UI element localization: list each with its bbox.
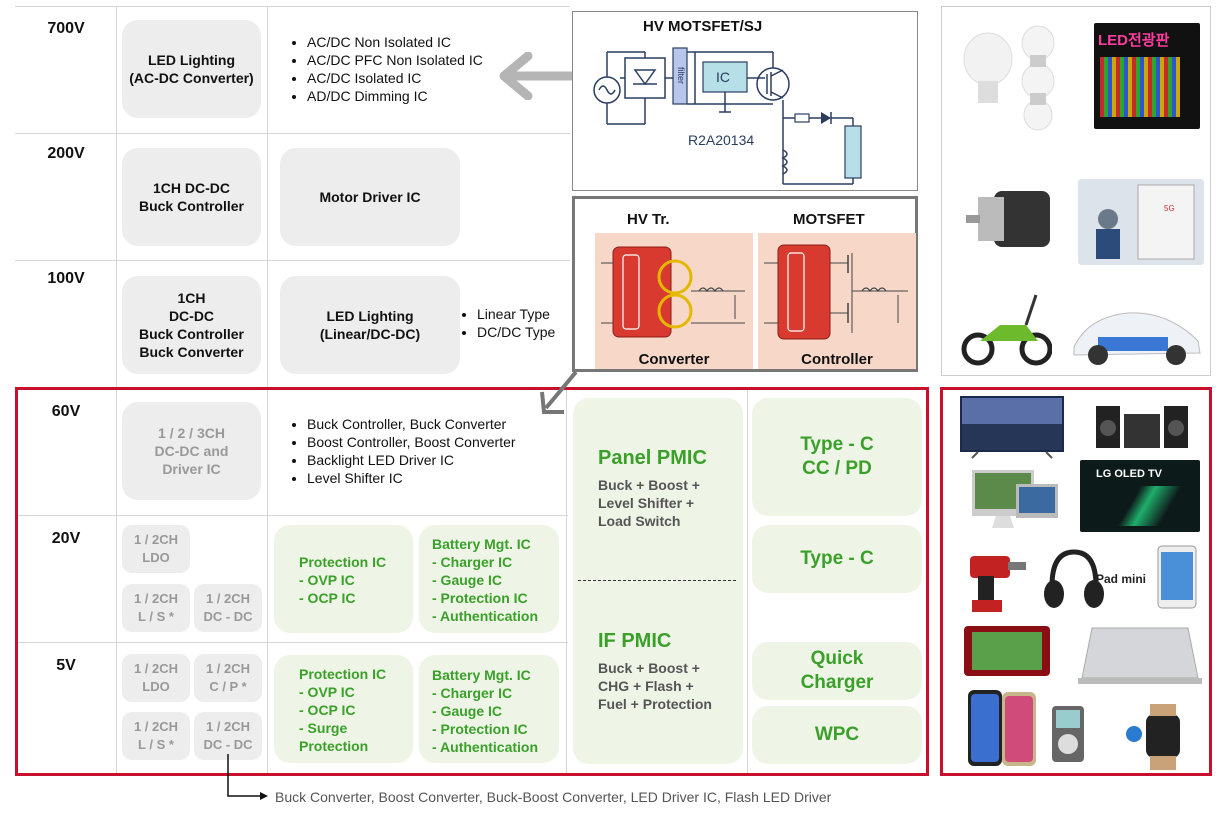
arrow-down-left-icon [540, 370, 578, 414]
pad-mini-label: Pad mini [1096, 572, 1147, 586]
bullet-item: AC/DC PFC Non Isolated IC [307, 51, 483, 69]
buck-converter-block: 1CH DC-DC Buck Controller Buck Converter [122, 276, 261, 374]
bullet-item: Backlight LED Driver IC [307, 451, 516, 469]
part-number-label: R2A20134 [688, 132, 755, 148]
bullet-item: Level Shifter IC [307, 469, 516, 487]
hv-tr-motsfet-comparison: HV Tr. MOTSFET Converter [572, 196, 918, 372]
converter-diagram [595, 233, 753, 369]
filter-label: filter [676, 67, 686, 85]
bullet-item: Boost Controller, Boost Converter [307, 433, 516, 451]
ev-car-photo [1068, 297, 1206, 371]
lg-oled-tv-photo: LG OLED TV [1080, 460, 1200, 532]
battery-mgt-20v-block: Battery Mgt. IC - Charger IC - Gauge IC … [419, 525, 559, 633]
bullet-item: DC/DC Type [477, 323, 555, 341]
e-scooter-photo [960, 285, 1052, 367]
voltage-label-60v: 60V [51, 403, 81, 420]
voltage-label-100v: 100V [47, 270, 85, 287]
load-switch-5v-block: 1 / 2CH L / S * [122, 712, 190, 760]
panel-pmic-desc: Buck + Boost + Level Shifter + Load Swit… [598, 477, 700, 529]
controller-label: Controller [801, 351, 873, 368]
if-pmic-title: IF PMIC [598, 630, 672, 652]
led-lighting-acdc-block: LED Lighting (AC-DC Converter) [122, 20, 261, 118]
arrow-left-icon [499, 52, 576, 100]
pmic-divider [578, 580, 736, 581]
power-drill-photo [960, 546, 1030, 616]
protection-ic-5v-block: Protection IC - OVP IC - OCP IC - Surge … [274, 655, 413, 763]
bullet-item: AD/DC Dimming IC [307, 87, 483, 105]
bullet-item: AC/DC Isolated IC [307, 69, 483, 87]
voltage-label-20v: 20V [51, 530, 81, 547]
tv-photo [958, 394, 1066, 460]
led-bulbs-photo [954, 17, 1064, 135]
headphones-photo [1042, 546, 1106, 614]
high-voltage-applications-panel: LED전광판 5G [941, 6, 1211, 376]
led-signboard-text: LED전광판 [1098, 32, 1170, 49]
type-c-block: Type - C [752, 525, 922, 593]
bullet-item: AC/DC Non Isolated IC [307, 33, 483, 51]
smartwatch-photo [1120, 704, 1200, 770]
led-pixels [1100, 57, 1180, 117]
motor-photo [964, 179, 1052, 259]
motor-driver-block: Motor Driver IC [280, 148, 460, 246]
battery-mgt-5v-block: Battery Mgt. IC - Charger IC - Gauge IC … [419, 655, 559, 763]
quick-charger-block: Quick Charger [752, 642, 922, 700]
voltage-label-700v: 700V [47, 20, 85, 37]
voltage-label-200v: 200V [47, 145, 85, 162]
imac-photo [966, 466, 1062, 538]
audio-system-photo [1092, 398, 1192, 450]
bullet-item: Linear Type [477, 305, 555, 323]
5g-equipment-photo: 5G [1078, 179, 1204, 265]
type-c-cc-pd-block: Type - C CC / PD [752, 398, 922, 516]
charge-pump-5v-block: 1 / 2CH C / P * [194, 654, 262, 702]
macbook-air-photo [1078, 622, 1202, 686]
tablet-photo [1152, 544, 1202, 614]
panel-pmic-title: Panel PMIC [598, 447, 707, 469]
multi-ch-dcdc-block: 1 / 2 / 3CH DC-DC and Driver IC [122, 402, 261, 500]
dcdc-20v-block: 1 / 2CH DC - DC [194, 584, 262, 632]
wpc-block: WPC [752, 706, 922, 764]
schematic-title: HV MOTSFET/SJ [643, 18, 763, 35]
hv-tr-title: HV Tr. [627, 211, 670, 228]
voltage-label-5v: 5V [56, 657, 76, 674]
buck-controller-block: 1CH DC-DC Buck Controller [122, 148, 261, 246]
bullet-item: Buck Controller, Buck Converter [307, 415, 516, 433]
smartphones-photo [964, 688, 1040, 770]
led-type-list: Linear Type DC/DC Type [457, 305, 555, 341]
ipod-photo [1048, 704, 1088, 764]
converter-label: Converter [638, 351, 710, 368]
led-signboard-photo: LED전광판 [1094, 23, 1200, 129]
led-lighting-linear-block: LED Lighting (Linear/DC-DC) [280, 276, 460, 374]
footnote-connector [227, 754, 268, 800]
acdc-ic-list: AC/DC Non Isolated IC AC/DC PFC Non Isol… [287, 33, 483, 105]
ldo-5v-block: 1 / 2CH LDO [122, 654, 190, 702]
motsfet-title: MOTSFET [793, 211, 865, 228]
if-pmic-desc: Buck + Boost + CHG + Flash + Fuel + Prot… [598, 660, 712, 712]
load-switch-20v-block: 1 / 2CH L / S * [122, 584, 190, 632]
ldo-20v-block: 1 / 2CH LDO [122, 525, 190, 573]
navigation-device-photo [962, 624, 1052, 678]
controller-diagram [758, 233, 916, 369]
dcdc-ic-list: Buck Controller, Buck Converter Boost Co… [287, 415, 516, 487]
ic-label: IC [716, 69, 730, 85]
footnote-text: Buck Converter, Boost Converter, Buck-Bo… [275, 789, 832, 805]
hv-motsfet-schematic: HV MOTSFET/SJ [572, 11, 918, 191]
low-voltage-highlight [15, 387, 929, 776]
svg-text:5G: 5G [1164, 204, 1175, 213]
protection-ic-20v-block: Protection IC - OVP IC - OCP IC [274, 525, 413, 633]
lg-oled-text: LG OLED TV [1096, 468, 1162, 480]
application-photos-highlight [940, 387, 1212, 776]
dcdc-5v-block: 1 / 2CH DC - DC [194, 712, 262, 760]
pmic-panel [573, 398, 743, 764]
aurora-graphic [1110, 486, 1190, 526]
